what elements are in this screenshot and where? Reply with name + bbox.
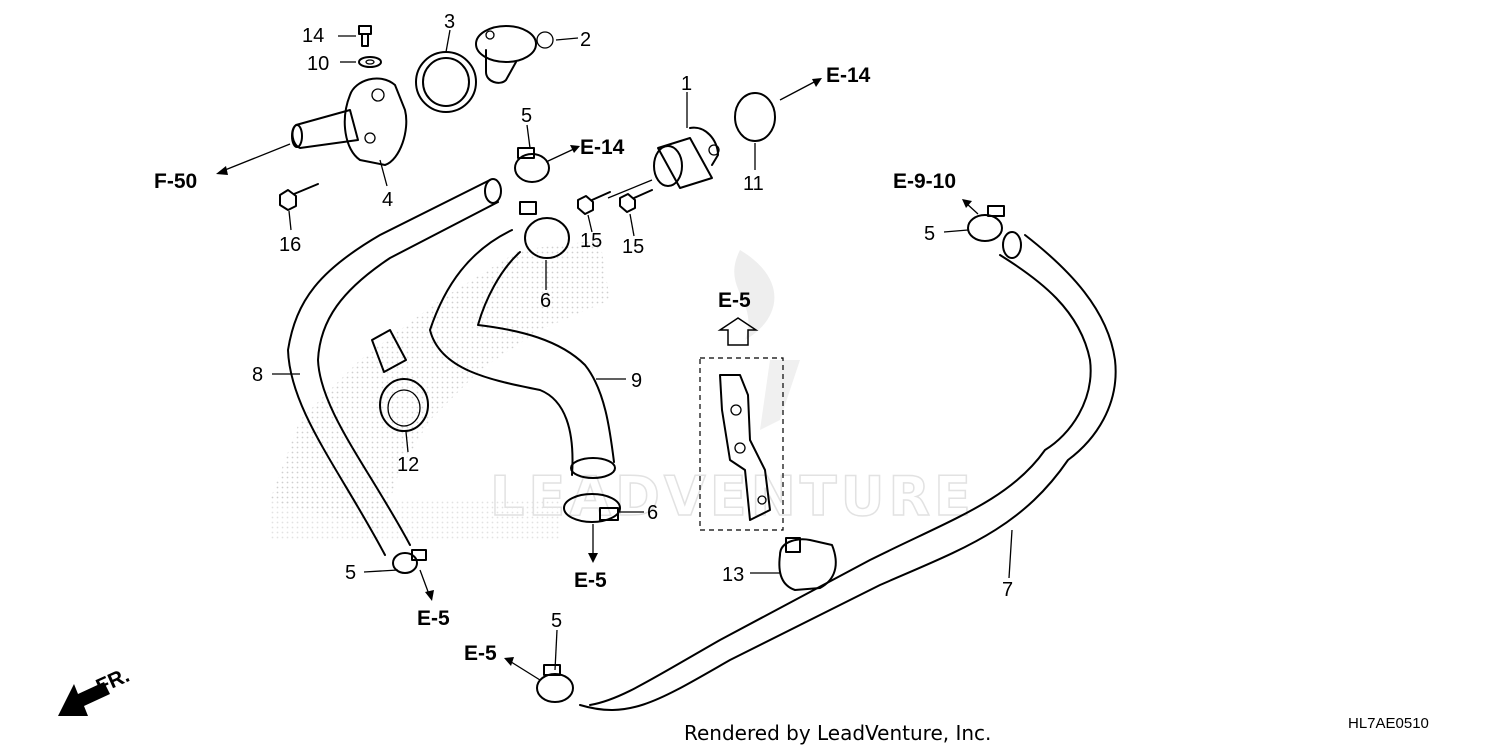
ref-e-14-b[interactable]: E-14 — [826, 64, 871, 87]
callout-1: 1 — [681, 73, 692, 95]
part-5-clamp-lower-left[interactable] — [392, 549, 427, 574]
part-9-hose[interactable] — [429, 229, 616, 479]
callout-10: 10 — [307, 53, 329, 75]
part-12-clip[interactable] — [371, 329, 429, 432]
callout-5-lower-left: 5 — [345, 562, 356, 584]
ref-e-5-hose-8[interactable]: E-5 — [417, 607, 450, 630]
front-label: FR. — [93, 664, 133, 699]
leader-lines — [219, 29, 1013, 681]
callout-4: 4 — [382, 189, 393, 211]
watermark-wing-logo — [270, 240, 800, 540]
part-16-bolt[interactable] — [279, 183, 319, 211]
callout-9: 9 — [631, 370, 642, 392]
part-8-hose[interactable] — [287, 178, 502, 556]
callout-3: 3 — [444, 11, 455, 33]
watermark-text: LEADVENTURE — [490, 465, 975, 528]
part-4-thermostat-cover[interactable] — [291, 77, 408, 166]
callout-5-bottom: 5 — [551, 610, 562, 632]
callout-15-a: 15 — [580, 230, 602, 252]
callout-7: 7 — [1002, 579, 1013, 601]
callout-15-b: 15 — [622, 236, 644, 258]
part-14-bolt[interactable] — [358, 25, 372, 47]
callout-12: 12 — [397, 454, 419, 476]
part-10-washer[interactable] — [358, 56, 382, 68]
ref-e-5-hose-7[interactable]: E-5 — [464, 642, 497, 665]
part-15-bolt-b[interactable] — [619, 189, 653, 213]
part-11-o-ring[interactable] — [734, 92, 776, 142]
callout-2: 2 — [580, 29, 591, 51]
part-5-clamp-bottom[interactable] — [536, 664, 574, 703]
callout-11: 11 — [743, 173, 764, 195]
callout-14: 14 — [302, 25, 324, 47]
leader-arrowheads — [216, 78, 972, 666]
part-5-clamp-top[interactable] — [514, 147, 550, 183]
callout-16: 16 — [279, 234, 301, 256]
callout-6-upper: 6 — [540, 290, 551, 312]
callout-6-lower: 6 — [647, 502, 658, 524]
ref-e-5-bracket[interactable]: E-5 — [718, 289, 751, 312]
callout-5-top: 5 — [521, 105, 532, 127]
part-1-joint[interactable] — [653, 126, 720, 189]
callout-8: 8 — [252, 364, 263, 386]
part-5-clamp-right[interactable] — [967, 205, 1005, 242]
diagram-code: HL7AE0510 — [1348, 715, 1429, 732]
ref-e-5-hose-9[interactable]: E-5 — [574, 569, 607, 592]
front-arrow-icon — [58, 682, 110, 716]
part-3-gasket[interactable] — [415, 51, 477, 113]
part-13-holder[interactable] — [778, 537, 837, 591]
bracket-up-arrow — [717, 317, 759, 346]
callout-5-right: 5 — [924, 223, 935, 245]
part-15-bolt-a[interactable] — [577, 191, 611, 215]
part-7-hose[interactable] — [579, 231, 1117, 711]
ref-f-50[interactable]: F-50 — [154, 170, 197, 193]
ref-e-14-a[interactable]: E-14 — [580, 136, 625, 159]
footer-credit: Rendered by LeadVenture, Inc. — [684, 721, 991, 745]
part-6-clamp-upper[interactable] — [519, 201, 570, 259]
callout-13: 13 — [722, 564, 744, 586]
ref-e-9-10[interactable]: E-9-10 — [893, 170, 956, 193]
part-2-thermostat[interactable] — [475, 25, 554, 84]
bracket-reference-box — [699, 357, 784, 531]
part-6-clamp-lower[interactable] — [563, 493, 621, 523]
